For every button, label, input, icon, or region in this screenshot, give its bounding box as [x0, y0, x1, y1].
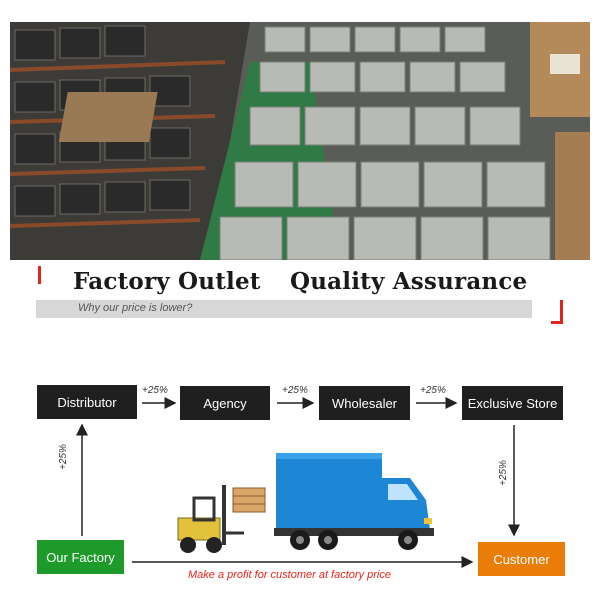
subtitle-text: Why our price is lower?	[78, 302, 193, 314]
markup-label-dist-agency: +25%	[142, 385, 168, 396]
warehouse-photo	[10, 22, 590, 260]
truck-illustration	[274, 453, 434, 550]
markup-label-wholesaler-store: +25%	[420, 385, 446, 396]
accent-bracket-bottom-right-h	[551, 321, 563, 324]
exclusive-store-box: Exclusive Store	[462, 386, 563, 420]
profit-note: Make a profit for customer at factory pr…	[188, 569, 391, 581]
agency-box: Agency	[180, 386, 270, 420]
wholesaler-box: Wholesaler	[319, 386, 410, 420]
customer-box: Customer	[478, 542, 565, 576]
accent-bracket-bottom-right	[560, 300, 563, 324]
markup-label-factory-dist: +25%	[58, 444, 69, 470]
accent-bracket-top-left	[38, 266, 41, 284]
markup-label-store-customer: +25%	[498, 460, 509, 486]
markup-label-agency-wholesaler: +25%	[282, 385, 308, 396]
headline-factory-outlet: Factory Outlet	[73, 268, 261, 295]
headline-quality-assurance: Quality Assurance	[290, 268, 528, 295]
forklift-illustration	[177, 485, 266, 553]
our-factory-box: Our Factory	[37, 540, 124, 574]
subtitle-bar: Why our price is lower?	[36, 300, 532, 318]
distributor-box: Distributor	[37, 385, 137, 419]
